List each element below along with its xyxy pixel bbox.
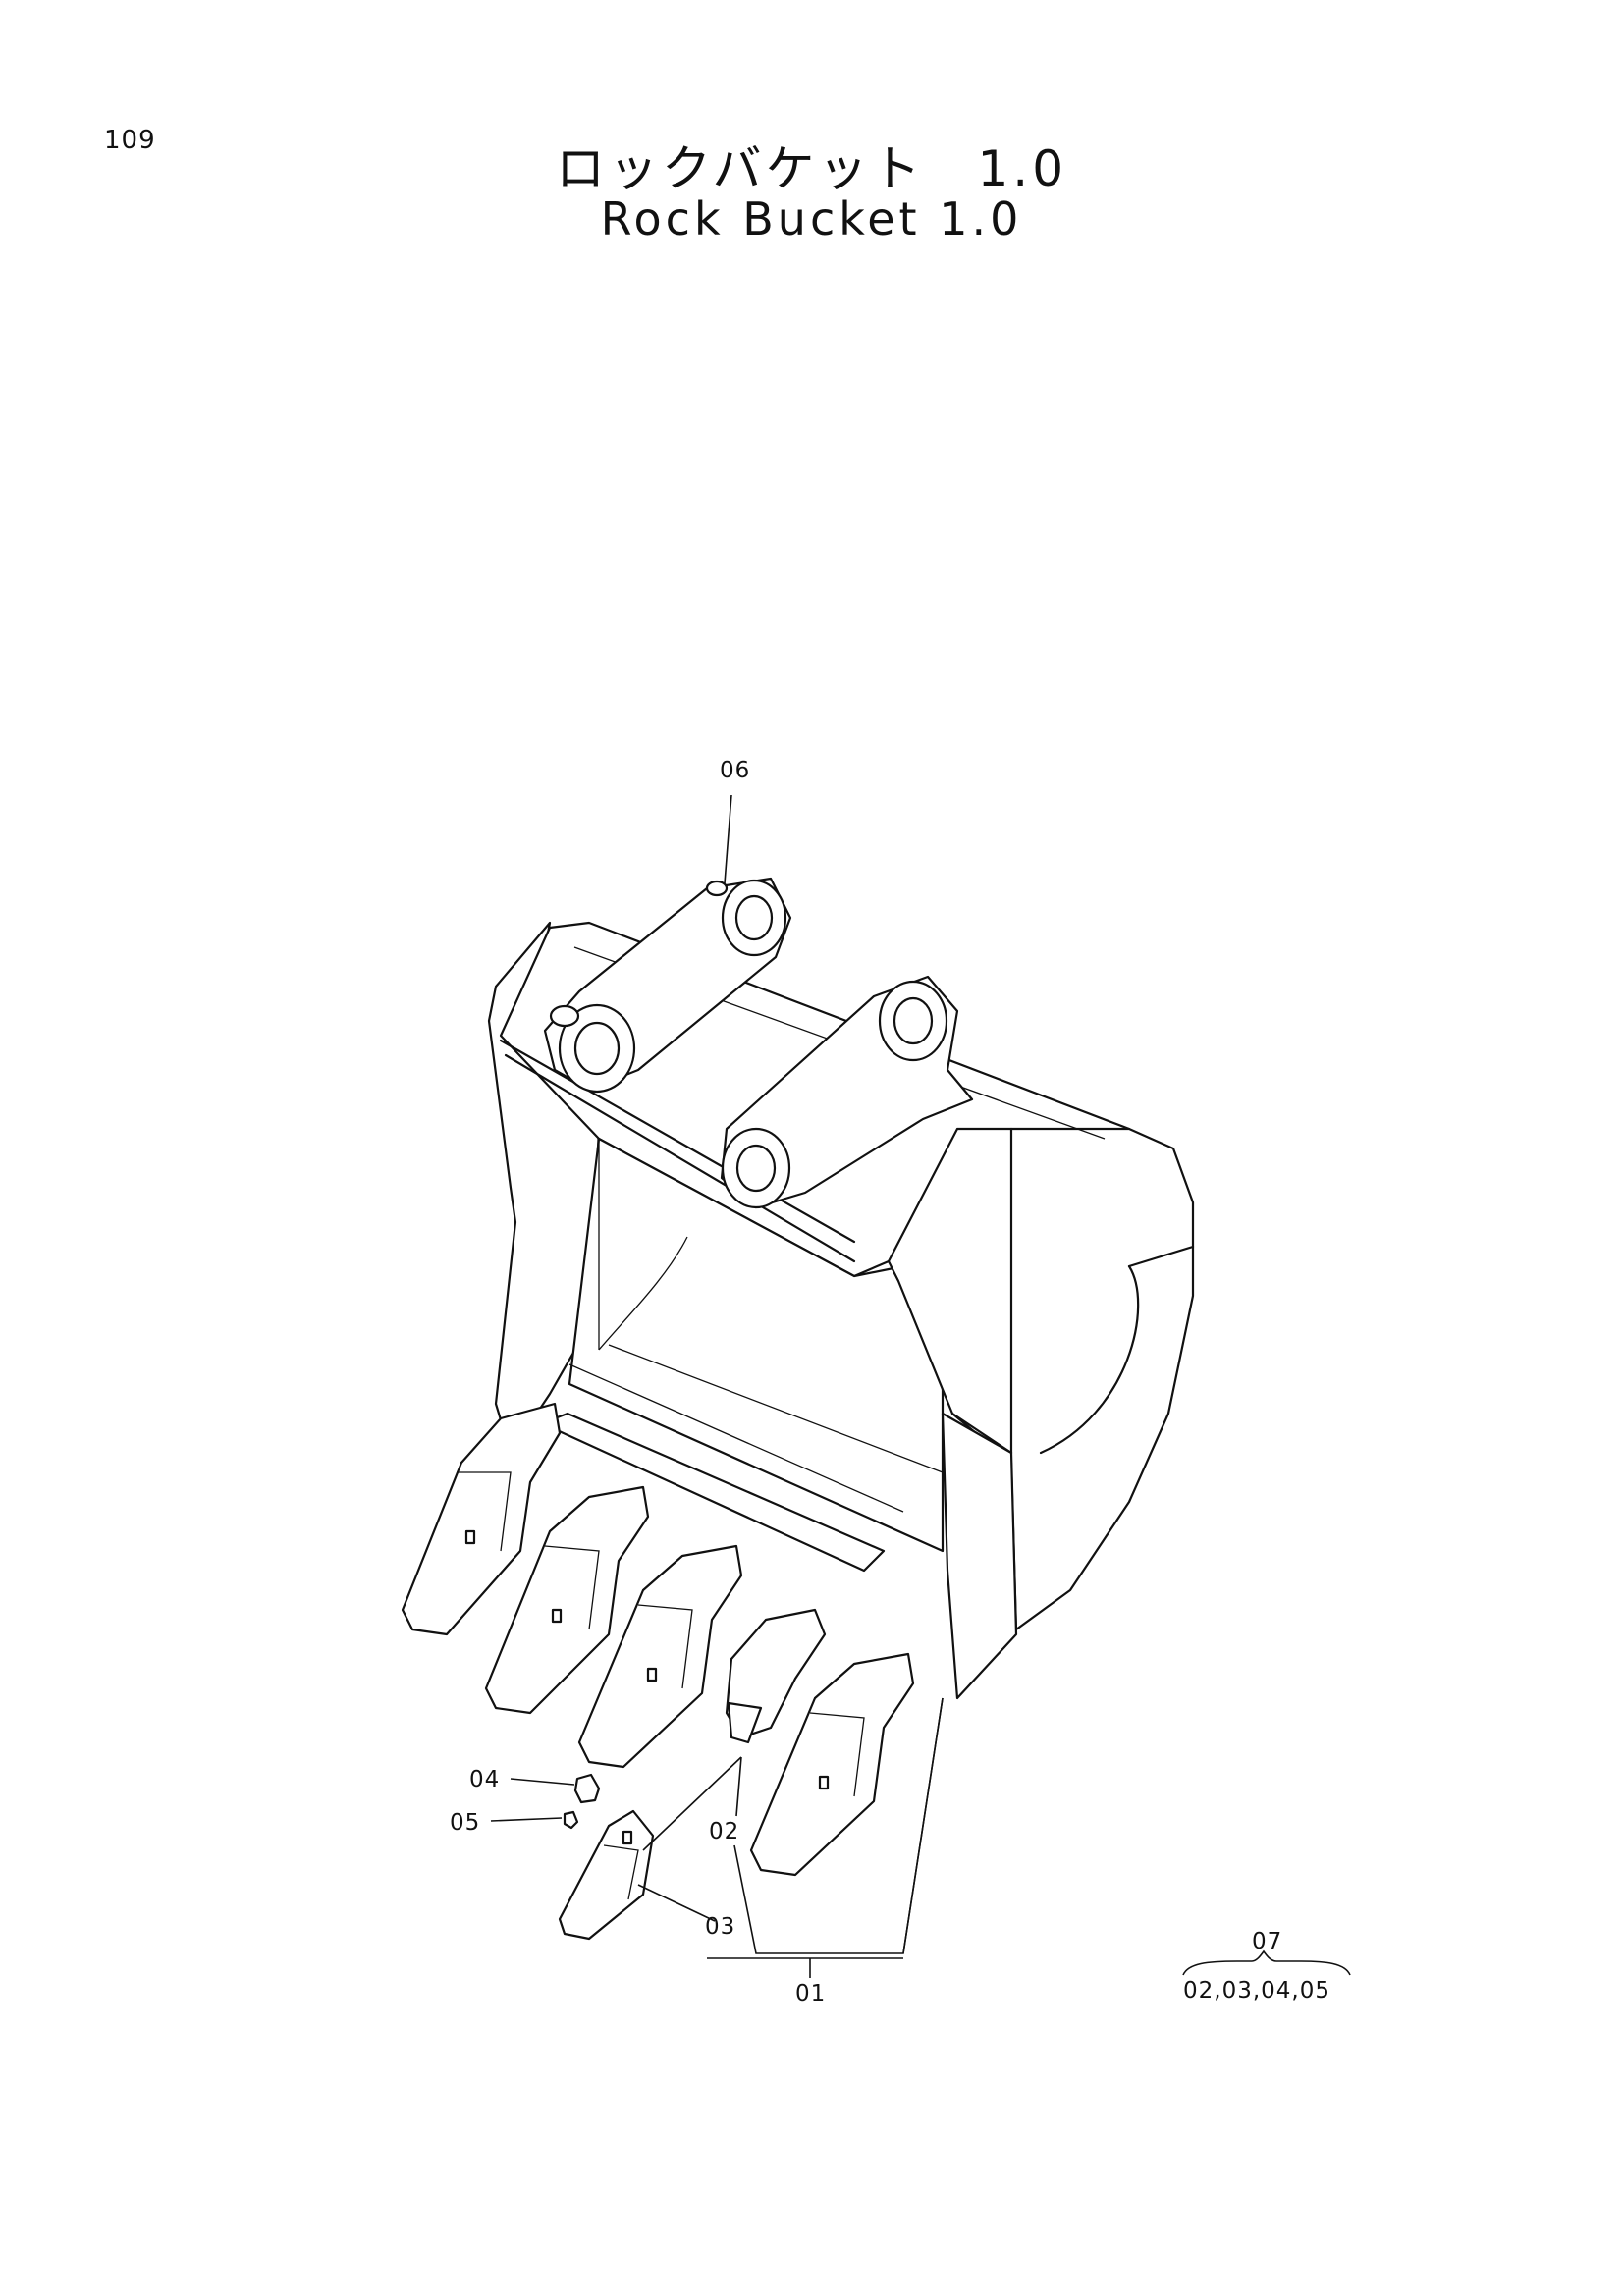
callout-04: 04 xyxy=(469,1767,500,1792)
callouts: 06 04 05 02 03 01 07 02,03,04,05 xyxy=(450,758,1330,2006)
callout-07-parts: 02,03,04,05 xyxy=(1183,1978,1330,2003)
exploded-tooth-point xyxy=(558,1809,655,1941)
tooth-row xyxy=(401,1402,915,1877)
exploded-lock xyxy=(563,1810,579,1830)
page-number: 109 xyxy=(104,126,156,155)
title-japanese: ロックバケット 1.0 xyxy=(555,140,1068,197)
leader-lines xyxy=(490,794,1351,1978)
callout-03: 03 xyxy=(705,1914,735,1940)
callout-01: 01 xyxy=(795,1981,826,2006)
callout-02: 02 xyxy=(709,1819,739,1844)
callout-07: 07 xyxy=(1252,1929,1282,1954)
callout-06: 06 xyxy=(720,758,750,783)
exploded-pin xyxy=(573,1773,601,1804)
boss-bracket-right xyxy=(720,975,974,1209)
callout-05: 05 xyxy=(450,1810,480,1836)
title-english: Rock Bucket 1.0 xyxy=(600,192,1023,245)
boss-bracket-left xyxy=(543,877,792,1094)
